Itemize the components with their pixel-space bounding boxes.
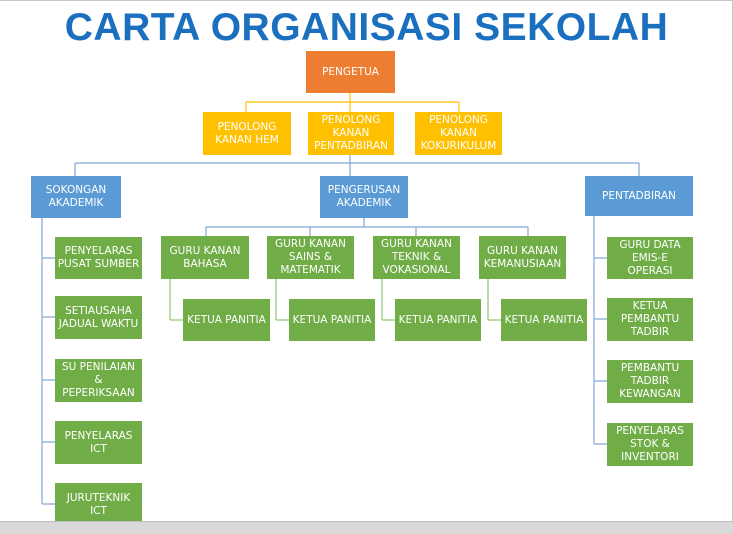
pentadbiran-unit-label: KETUA PEMBANTU TADBIR <box>620 300 680 338</box>
guru-kanan-label: GURU KANAN BAHASA <box>169 244 241 270</box>
sokongan-unit-label: SETIAUSAHA JADUAL WAKTU <box>58 304 139 330</box>
pentadbiran-connectors <box>593 216 607 445</box>
sokongan-unit-item: SU PENILAIAN & PEPERIKSAAN <box>55 359 142 402</box>
sokongan-unit-item: PENYELARAS PUSAT SUMBER <box>55 237 142 279</box>
deputy-kokurikulum-box: PENOLONG KANAN KOKURIKULUM <box>415 112 502 155</box>
pentadbiran-unit-item: PEMBANTU TADBIR KEWANGAN <box>607 360 693 403</box>
ketua-panitia-box: KETUA PANITIA <box>395 299 481 341</box>
guru-kanan-label: GURU KANAN SAINS & MATEMATIK <box>275 238 346 276</box>
sokongan-unit-item: JURUTEKNIK ICT <box>55 483 142 526</box>
sokongan-unit-label: PENYELARAS ICT <box>64 429 133 455</box>
dept-pengurusan-box: PENGERUSAN AKADEMIK <box>320 176 408 218</box>
department-connectors <box>74 155 640 176</box>
pentadbiran-unit-item: KETUA PEMBANTU TADBIR <box>607 298 693 341</box>
dept-pentadbiran-label: PENTADBIRAN <box>602 189 676 202</box>
principal-label: PENGETUA <box>322 65 379 78</box>
dept-sokongan-label: SOKONGAN AKADEMIK <box>45 184 107 209</box>
deputy-hem-label: PENOLONG KANAN HEM <box>215 120 279 146</box>
ketua-panitia-box: KETUA PANITIA <box>289 299 375 341</box>
sokongan-unit-label: SU PENILAIAN & PEPERIKSAAN <box>61 361 135 399</box>
sokongan-connectors <box>41 218 55 505</box>
window-bottom-bar <box>0 521 733 534</box>
pentadbiran-unit-label: PEMBANTU TADBIR KEWANGAN <box>619 362 681 400</box>
principal-connectors <box>245 93 460 112</box>
ketua-panitia-label: KETUA PANITIA <box>292 313 372 326</box>
deputy-hem-box: PENOLONG KANAN HEM <box>203 112 291 155</box>
dept-pengurusan-label: PENGERUSAN AKADEMIK <box>327 184 401 209</box>
sokongan-unit-item: PENYELARAS ICT <box>55 421 142 464</box>
pentadbiran-unit-item: PENYELARAS STOK & INVENTORI <box>607 423 693 466</box>
dept-sokongan-box: SOKONGAN AKADEMIK <box>31 176 121 218</box>
guru-kanan-box: GURU KANAN KEMANUSIAAN <box>479 236 566 279</box>
guru-kanan-label: GURU KANAN TEKNIK & VOKASIONAL <box>381 238 452 276</box>
guru-kanan-box: GURU KANAN SAINS & MATEMATIK <box>267 236 354 279</box>
dept-pentadbiran-box: PENTADBIRAN <box>585 176 693 216</box>
guru-kanan-label: GURU KANAN KEMANUSIAAN <box>483 244 562 270</box>
ketua-panitia-box: KETUA PANITIA <box>501 299 587 341</box>
guru-kanan-box: GURU KANAN TEKNIK & VOKASIONAL <box>373 236 460 279</box>
pentadbiran-unit-label: GURU DATA EMIS-E OPERASI <box>619 238 681 277</box>
guru-kanan-box: GURU KANAN BAHASA <box>161 236 249 279</box>
window-top-border <box>0 0 733 1</box>
deputy-kokurikulum-label: PENOLONG KANAN KOKURIKULUM <box>420 114 497 152</box>
deputy-pentadbiran-box: PENOLONG KANAN PENTADBIRAN <box>308 112 394 155</box>
panitia-connectors <box>169 279 501 321</box>
principal-box: PENGETUA <box>306 51 395 93</box>
ketua-panitia-label: KETUA PANITIA <box>504 313 584 326</box>
ketua-panitia-box: KETUA PANITIA <box>183 299 270 341</box>
ketua-panitia-label: KETUA PANITIA <box>398 313 478 326</box>
ketua-panitia-label: KETUA PANITIA <box>187 313 266 326</box>
pentadbiran-unit-label: PENYELARAS STOK & INVENTORI <box>616 425 684 463</box>
guru-connectors <box>205 218 529 236</box>
chart-title: CARTA ORGANISASI SEKOLAH <box>64 6 669 49</box>
sokongan-unit-item: SETIAUSAHA JADUAL WAKTU <box>55 296 142 339</box>
sokongan-unit-label: JURUTEKNIK ICT <box>66 491 131 517</box>
pentadbiran-unit-item: GURU DATA EMIS-E OPERASI <box>607 237 693 279</box>
sokongan-unit-label: PENYELARAS PUSAT SUMBER <box>57 245 140 270</box>
deputy-pentadbiran-label: PENOLONG KANAN PENTADBIRAN <box>314 114 388 152</box>
